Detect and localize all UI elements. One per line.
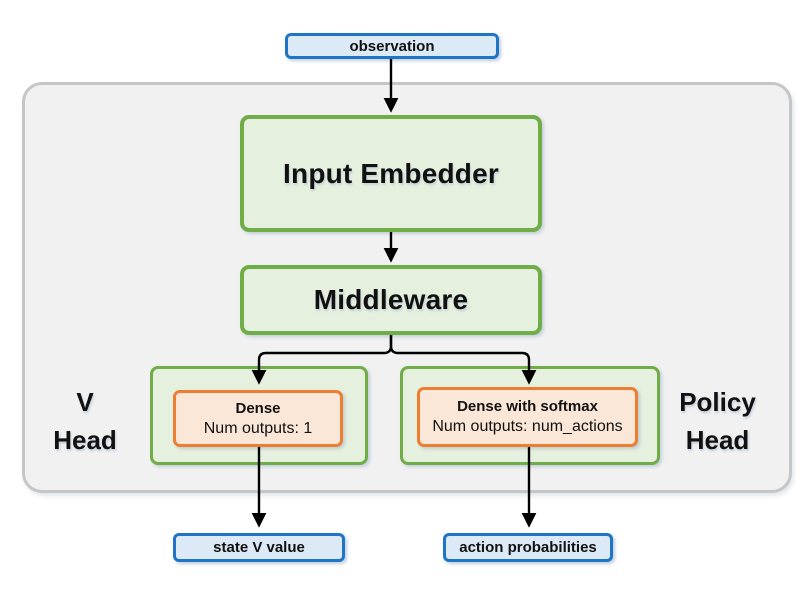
dense-softmax-title: Dense with softmax	[457, 398, 598, 415]
node-dense-softmax: Dense with softmax Num outputs: num_acti…	[417, 387, 638, 447]
v-head-label: V Head	[53, 387, 117, 455]
policy-head-label: Policy Head	[679, 387, 756, 455]
node-action-probabilities: action probabilities	[443, 533, 613, 562]
dense-subtitle: Num outputs: 1	[203, 419, 313, 437]
node-middleware: Middleware	[240, 265, 542, 335]
node-input-embedder: Input Embedder	[240, 115, 542, 232]
dense-softmax-subtitle: Num outputs: num_actions	[432, 418, 623, 435]
node-dense: Dense Num outputs: 1	[173, 390, 343, 447]
node-state-v-value: state V value	[173, 533, 345, 562]
dense-title: Dense	[235, 399, 281, 417]
node-observation: observation	[285, 33, 499, 59]
